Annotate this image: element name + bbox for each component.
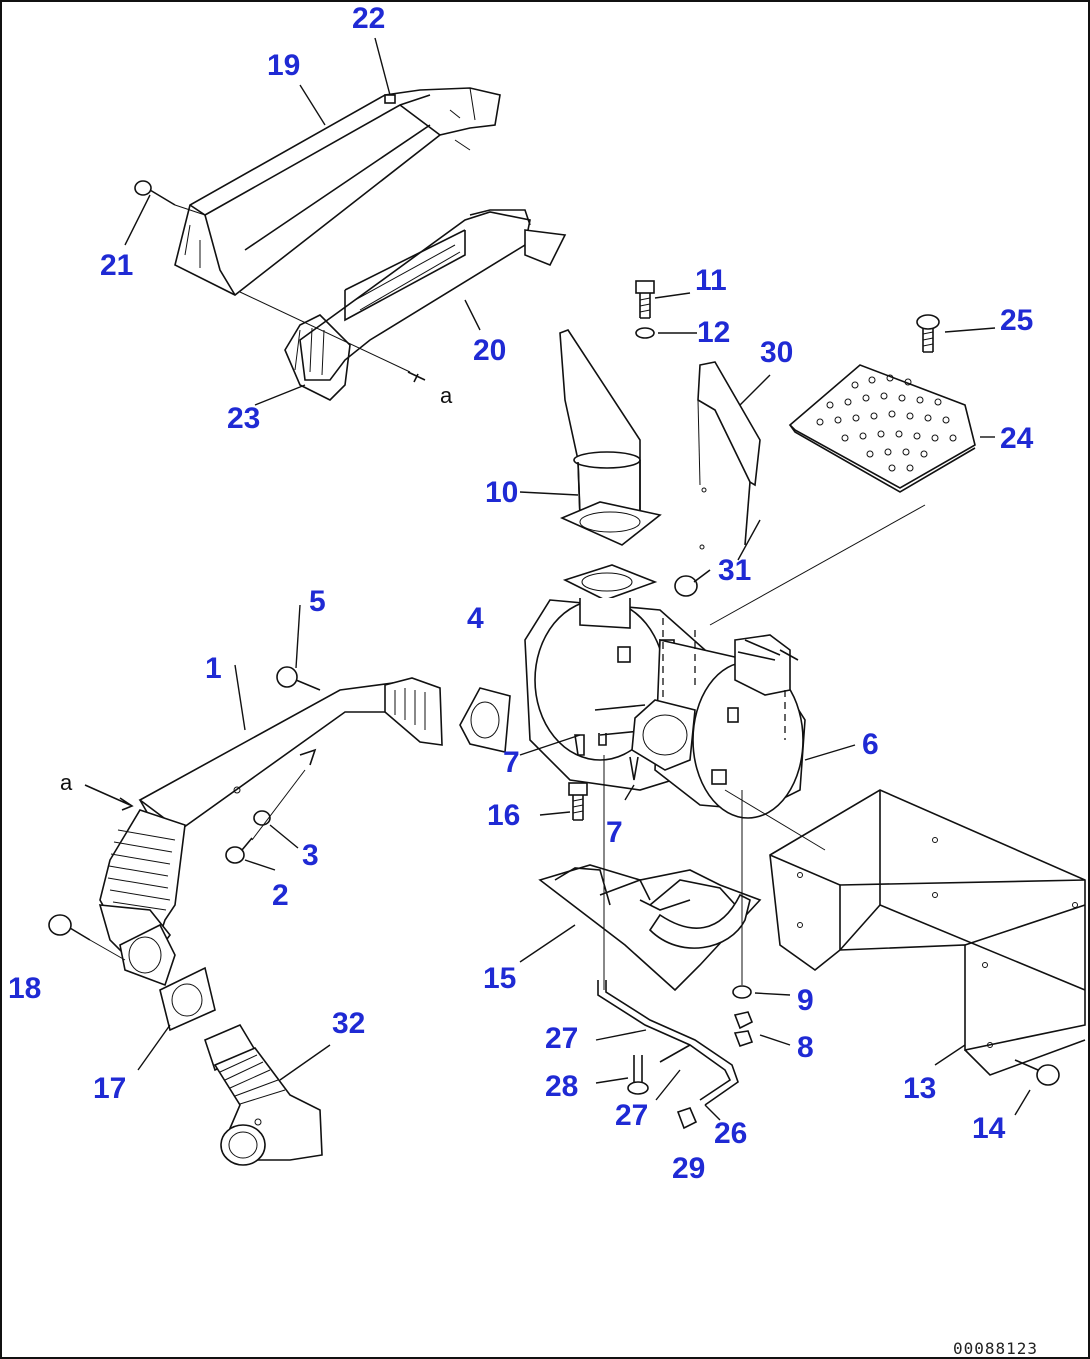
heat-shield-13 [769,789,1086,1076]
flexible-pipe-32 [204,1023,323,1166]
gasket-4 [459,687,511,753]
label-29: 29 [672,1152,705,1185]
plate-24-guide [709,504,926,626]
air-duct-lower-20 [284,209,567,401]
label-7a: 7 [503,746,520,779]
label-23: 23 [227,402,260,435]
label-1: 1 [205,652,222,685]
label-25: 25 [1000,304,1033,337]
air-duct-upper-19 [174,87,501,296]
part-labels: 22 19 21 20 23 11 12 25 30 24 10 31 4 5 … [8,2,1034,1185]
arrow-a-left [84,784,134,811]
label-16: 16 [487,799,520,832]
perforated-plate-24 [788,364,976,493]
connection-a-top: a [440,383,453,408]
bolt-18 [48,914,91,941]
guide-6-13 [724,789,826,851]
exhaust-pipe-1 [138,677,443,836]
label-32: 32 [332,1007,365,1040]
label-10: 10 [485,476,518,509]
guide-18 [89,939,126,961]
label-31: 31 [718,554,751,587]
label-11: 11 [695,264,727,297]
label-21: 21 [100,249,133,282]
label-14: 14 [972,1112,1006,1145]
label-9: 9 [797,984,814,1017]
label-3: 3 [302,839,319,872]
label-27a: 27 [545,1022,578,1055]
muffler-inlet-flange [631,699,696,771]
label-4: 4 [467,602,484,635]
label-8: 8 [797,1031,814,1064]
label-2: 2 [272,879,289,912]
label-19: 19 [267,49,300,82]
bracket-bolts-7 [574,733,639,781]
washer-12 [635,327,655,339]
guide-2-3 [251,769,306,841]
washer-3 [253,810,271,826]
label-20: 20 [473,334,506,367]
bolt-31 [674,569,711,597]
label-24: 24 [1000,422,1034,455]
bolt-2 [225,837,253,864]
bolt-11 [635,280,655,319]
clamp-29 [676,1107,698,1130]
label-5: 5 [309,585,326,618]
drain-pipe-26 [597,980,739,1106]
reference-id: 00088123 [953,1339,1038,1358]
label-13: 13 [903,1072,936,1105]
exhaust-stack-10 [559,329,662,546]
label-26: 26 [714,1117,747,1150]
bolt-21-axis [174,204,206,216]
bolt-21 [134,180,176,206]
leader-lines [124,37,1031,1121]
label-22: 22 [352,2,385,35]
bolt-25 [916,314,940,353]
label-17: 17 [93,1072,126,1105]
muffler-6 [654,618,806,819]
label-15: 15 [483,962,516,995]
label-30: 30 [760,336,793,369]
exhaust-elbow-1 [98,904,176,987]
bolt-14 [1014,1059,1060,1086]
bolt-16 [568,782,588,821]
label-7b: 7 [606,816,623,849]
bolt-28 [627,1055,649,1095]
label-27b: 27 [615,1099,648,1132]
arrow-a-top [407,371,426,383]
nut-8 [733,1011,754,1048]
gasket-4-hole [470,701,500,739]
gasket-17 [159,966,216,1032]
washer-9 [732,985,752,999]
label-28: 28 [545,1070,578,1103]
bolt-5 [276,666,321,691]
connection-line-a-top [239,291,411,373]
bracket-15 [538,864,762,992]
label-6: 6 [862,728,879,761]
connection-a-left: a [60,770,73,795]
label-12: 12 [697,316,730,349]
deflector-plate-30 [697,361,761,550]
label-18: 18 [8,972,41,1005]
